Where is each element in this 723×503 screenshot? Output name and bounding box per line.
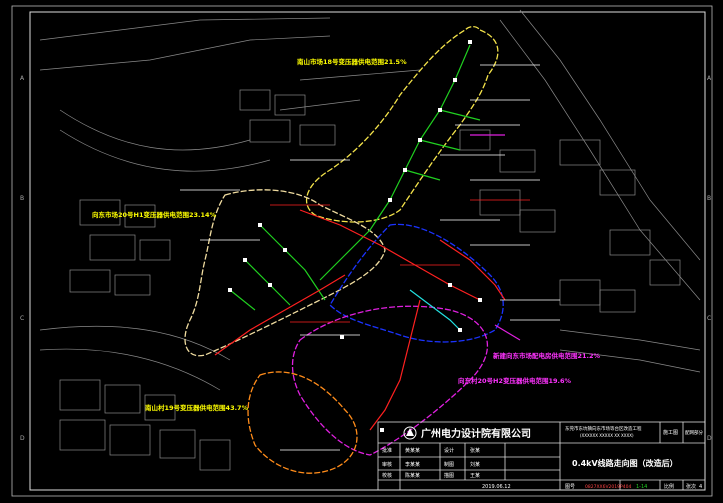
pole-marker <box>468 40 472 44</box>
row2-label-draw: 制图 <box>444 461 454 468</box>
title-block-text: 广州电力设计院有限公司 东莞市东坑镇向东市场等台区改造工程 (XXXXXX XX… <box>382 425 703 490</box>
cable-red-west <box>214 274 346 356</box>
annotation-ticks-red <box>270 199 530 323</box>
pole-marker <box>340 335 344 339</box>
cable-cyan <box>409 289 461 331</box>
pole-marker <box>453 78 457 82</box>
drawing-number: 0827XX6V2019P404 <box>585 484 631 490</box>
pole-marker <box>243 258 247 262</box>
drawing-date: 2019.06.12 <box>482 484 511 490</box>
grid-marker-left-d: D <box>20 435 25 442</box>
cable-red-main <box>299 209 481 301</box>
signature-review: 李某某 <box>405 461 420 468</box>
outer-frame <box>11 5 713 497</box>
pole-marker <box>380 428 384 432</box>
pole-marker <box>438 108 442 112</box>
pole-marker <box>458 328 462 332</box>
row2-signature-trace: 王某 <box>470 473 480 479</box>
row-label-review: 审核 <box>382 461 392 468</box>
title-block <box>377 421 706 491</box>
pole-marker <box>388 198 392 202</box>
annotation-ticks <box>180 64 560 451</box>
signature-check: 陈某某 <box>405 472 420 479</box>
grid-marker-right-a: A <box>707 75 712 82</box>
zone-outline-south <box>247 371 358 474</box>
zone-label-east: 向东村20号H2变压器供电范围19.6% <box>458 376 572 385</box>
grid-marker-right-d: D <box>707 435 712 442</box>
pole-marker <box>418 138 422 142</box>
pole-marker <box>478 298 482 302</box>
project-name: 东莞市东坑镇向东市场等台区改造工程 <box>565 425 642 432</box>
row-label-check: 校核 <box>382 472 392 479</box>
pole-marker <box>228 288 232 292</box>
grid-markers: A B C D A B C D <box>20 75 712 442</box>
base-map <box>39 9 701 471</box>
inner-frame <box>29 11 706 491</box>
grid-marker-left-c: C <box>20 315 24 322</box>
cable-red-east <box>439 239 506 301</box>
drawing-title: 0.4kV线路走向图（改造后） <box>572 458 678 468</box>
grid-marker-right-b: B <box>707 195 711 202</box>
zone-label-north: 南山市场18号变压器供电范围21.5% <box>297 57 407 66</box>
pole-marker <box>283 248 287 252</box>
pole-marker <box>268 283 272 287</box>
row2-label-trace: 描图 <box>444 472 454 479</box>
pole-marker <box>403 168 407 172</box>
drawing-no-label: 图号 <box>565 484 575 490</box>
zone-outline-east <box>291 305 488 456</box>
cable-green-branch-1 <box>404 109 481 181</box>
grid-marker-left-a: A <box>20 75 25 82</box>
zone-labels: 南山市场18号变压器供电范围21.5% 向东市场20号H1变压器供电范围23.1… <box>92 57 601 412</box>
row2-label-design: 设计 <box>444 447 454 454</box>
scale-label: 比例 <box>664 483 674 490</box>
grid-marker-left-b: B <box>20 195 24 202</box>
pole-marker <box>258 223 262 227</box>
zone-label-south: 南山村19号变压器供电范围43.7% <box>145 403 249 412</box>
title-block-frame <box>377 421 706 491</box>
stage-label: 施工图 <box>663 429 678 436</box>
row2-signature-draw: 刘某 <box>470 461 480 468</box>
grid-marker-right-c: C <box>707 315 711 322</box>
equipment-markers <box>228 40 482 432</box>
zone-label-west: 向东市场20号H1变压器供电范围23.14% <box>92 210 217 219</box>
company-logo <box>403 426 417 440</box>
pole-marker <box>448 283 452 287</box>
sheet-value: 4 <box>699 484 702 490</box>
cable-magenta <box>470 134 521 341</box>
row-label-approve: 批准 <box>382 447 392 454</box>
zone-outline-center <box>329 223 504 343</box>
row2-signature-design: 张某 <box>470 447 480 454</box>
company-name: 广州电力设计院有限公司 <box>421 427 531 440</box>
sheet-number: 1-14 <box>636 484 647 490</box>
part-label: 配网部分 <box>685 429 703 436</box>
sheet-label: 张次 <box>686 483 696 490</box>
project-subtitle: (XXXXXX XXXXX XX XXXX) <box>580 433 634 438</box>
signature-approve: 黄某某 <box>405 447 420 454</box>
cable-red-south <box>369 299 421 431</box>
zone-label-center: 新建向东市场配电房供电范围21.2% <box>493 351 601 360</box>
